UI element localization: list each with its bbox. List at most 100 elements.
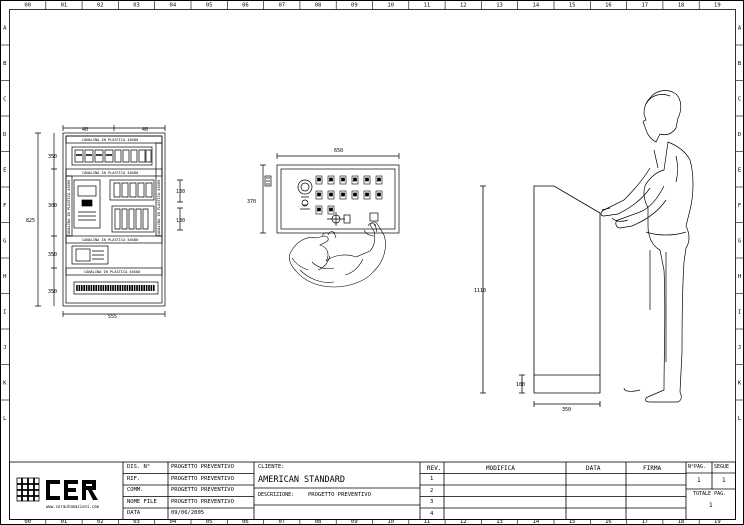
grid-col-label: 16 xyxy=(605,3,612,9)
panel-outline xyxy=(276,164,400,234)
grid-col-label: 02 xyxy=(97,519,104,525)
grid-col-label: 14 xyxy=(533,3,540,9)
panel-inner xyxy=(280,168,396,230)
duct-1 xyxy=(65,135,163,144)
dim-top xyxy=(62,125,166,131)
duct-label-right: CANALINA IN PLASTICA 40X80 xyxy=(157,180,161,236)
grid-row-label: G xyxy=(3,238,6,244)
segue-label: SEGUE xyxy=(714,464,730,470)
panel-dim-top xyxy=(276,153,400,159)
grid-row-label: H xyxy=(738,274,741,280)
grid-row-label: B xyxy=(738,61,742,67)
grid-col-label: 09 xyxy=(351,519,358,525)
dim-left-parts xyxy=(51,133,57,306)
cabinet-duct-labels: CANALINA IN PLASTICA 40X80 CANALINA IN P… xyxy=(67,138,161,274)
grid-col-label: 05 xyxy=(206,519,213,525)
grid-row-label: A xyxy=(3,25,7,31)
client-label: CLIENTE: xyxy=(258,464,285,470)
grid-col-label: 04 xyxy=(170,519,177,525)
console-drawing xyxy=(480,90,694,407)
grid-row-label: F xyxy=(3,203,6,209)
grid-row-label: J xyxy=(3,345,6,351)
client-value: AMERICAN STANDARD xyxy=(258,475,345,485)
grid-row-label: E xyxy=(3,167,6,173)
grid-row-label: K xyxy=(3,380,7,386)
panel-button xyxy=(327,190,335,200)
console-dim-height-text: 1110 xyxy=(474,288,486,294)
duct-label-vertical: CANALINA IN PLASTICA 40X80 xyxy=(67,180,71,236)
emergency-button xyxy=(297,179,313,195)
grid-row-label: B xyxy=(3,61,7,67)
panel-dim-left xyxy=(260,164,266,234)
grid-col-label: 17 xyxy=(641,3,648,9)
contactor-row xyxy=(109,179,155,233)
grid-col-label: 13 xyxy=(496,3,503,9)
panel-dim-height: 370 xyxy=(247,199,256,205)
title-field-label: DATA xyxy=(127,510,141,516)
dim-left-total xyxy=(35,132,41,307)
panel-button xyxy=(375,190,383,200)
grid-col-label: 03 xyxy=(133,519,140,525)
grid-col-label: 02 xyxy=(97,3,104,9)
panel-button xyxy=(327,175,335,185)
grid-row-label: D xyxy=(3,132,6,138)
revision-number: 1 xyxy=(430,476,434,482)
title-field-label: COMM. xyxy=(127,487,144,493)
title-field-value: PROGETTO PREVENTIVO xyxy=(171,487,234,493)
dim-h1: 350 xyxy=(48,154,57,160)
panel-button xyxy=(315,190,323,200)
title-field-value: PROGETTO PREVENTIVO xyxy=(171,498,234,505)
grid-col-label: 00 xyxy=(24,519,31,525)
joystick xyxy=(327,212,351,226)
grid-row-label: H xyxy=(3,274,6,280)
console-dim-base-text: 100 xyxy=(516,382,525,388)
cabinet-drawing xyxy=(35,125,183,317)
selector-switch xyxy=(300,196,310,210)
dim-h4: 350 xyxy=(48,289,57,295)
grid-row-label: A xyxy=(738,25,742,31)
title-field-value: 09/06/2005 xyxy=(171,510,205,516)
panel-button xyxy=(363,175,371,185)
small-device xyxy=(264,175,272,187)
cer-logo xyxy=(16,477,98,502)
title-field-value: PROGETTO PREVENTIVO xyxy=(171,464,234,470)
dim-top-left: 40 xyxy=(82,127,88,133)
grid-col-label: 09 xyxy=(351,3,358,9)
title-field-label: RIF. xyxy=(127,475,141,482)
console-dim-texts: 1110 100 350 xyxy=(474,288,571,413)
duct-label-4: CANALINA IN PLASTICA 40X80 xyxy=(84,270,140,274)
console-dim-base xyxy=(519,374,525,394)
panel-button xyxy=(339,175,347,185)
console-dim-depth-text: 350 xyxy=(562,407,571,413)
grid-col-label: 13 xyxy=(496,519,503,525)
grid-col-label: 10 xyxy=(387,519,394,525)
grid-col-label: 08 xyxy=(315,3,322,9)
grid-row-label: L xyxy=(738,416,742,422)
breaker-row-1 xyxy=(71,146,153,166)
grid-row-label: E xyxy=(738,167,741,173)
grid-row-label: L xyxy=(3,416,7,422)
grid-col-label: 11 xyxy=(424,3,431,9)
grid-col-label: 11 xyxy=(424,519,431,525)
power-supply xyxy=(71,245,109,265)
grid-row-label: C xyxy=(3,96,6,102)
key-switch xyxy=(369,212,379,222)
duct-vertical-right xyxy=(155,142,163,237)
duct-vertical-left xyxy=(65,175,73,237)
grid-col-label: 03 xyxy=(133,3,140,9)
dim-right-2: 130 xyxy=(176,218,185,224)
panel-button-grid xyxy=(315,175,383,215)
grid-col-label: 15 xyxy=(569,519,576,525)
grid-col-label: 10 xyxy=(387,3,394,9)
firma-header: FIRMA xyxy=(643,465,662,472)
panel-button xyxy=(327,205,335,215)
operator-hands-topview xyxy=(289,221,386,288)
dim-right xyxy=(177,179,183,231)
console-body xyxy=(533,185,601,394)
grid-col-label: 18 xyxy=(678,519,685,525)
duct-label-2: CANALINA IN PLASTICA 40X80 xyxy=(82,171,138,175)
description-label: DESCRIZIONE: xyxy=(258,492,295,498)
operator-figure xyxy=(600,90,694,403)
duct-4 xyxy=(65,267,163,276)
